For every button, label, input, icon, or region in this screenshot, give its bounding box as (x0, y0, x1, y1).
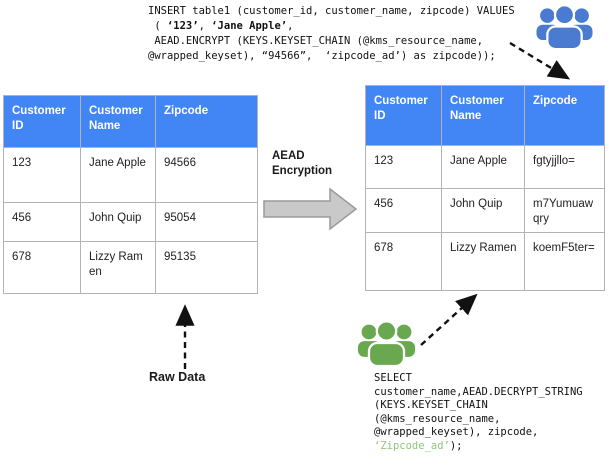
code-text-bold: ‘123’ (166, 20, 199, 32)
code-text: AEAD.ENCRYPT (KEYS.KEYSET_CHAIN (@kms_re… (148, 35, 484, 47)
code-line: (KEYS.KEYSET_CHAIN (374, 399, 583, 413)
code-text-bold: ‘Jane Apple’ (211, 20, 288, 32)
table-row: 456 John Quip 95054 (3, 202, 258, 242)
table-cell: John Quip (80, 202, 156, 242)
table-cell: 123 (365, 145, 442, 189)
code-line: SELECT (374, 372, 583, 386)
code-text: , (287, 20, 294, 32)
table-cell: 94566 (155, 147, 258, 203)
raw-data-table: Customer ID Customer Name Zipcode 123 Ja… (3, 95, 258, 294)
select-query-code: SELECT customer_name,AEAD.DECRYPT_STRING… (374, 372, 583, 453)
aead-label-line: AEAD (272, 150, 305, 162)
code-line: @wrapped_keyset), zipcode, (374, 426, 583, 440)
code-text: (@kms_resource_name, (374, 412, 501, 425)
column-header: Customer Name (441, 85, 525, 146)
encryption-block-arrow (263, 187, 358, 231)
code-text: @wrapped_keyset), “94566”, ‘zipcode_ad’)… (148, 50, 496, 62)
table-cell: Lizzy Ramen (441, 232, 525, 291)
table-cell: m7Yumuawqry (524, 188, 605, 233)
table-cell: 123 (3, 147, 81, 203)
table-cell: koemF5ter= (524, 232, 605, 291)
raw-data-dashed-arrow (175, 304, 195, 369)
aead-label-line: Encryption (272, 165, 333, 177)
column-header: Zipcode (524, 85, 605, 146)
dashed-arrow-select-to-encrypted (420, 293, 478, 346)
code-line: AEAD.ENCRYPT (KEYS.KEYSET_CHAIN (@kms_re… (148, 34, 515, 49)
table-cell: 95054 (155, 202, 258, 242)
code-line: customer_name,AEAD.DECRYPT_STRING (374, 386, 583, 400)
table-row: 678 Lizzy Ramen 95135 (3, 241, 258, 294)
table-cell: 95135 (155, 241, 258, 294)
code-text: ( (148, 20, 167, 32)
column-header: Customer Name (80, 95, 156, 148)
encrypted-data-table: Customer ID Customer Name Zipcode 123 Ja… (365, 85, 605, 291)
table-cell: Jane Apple (80, 147, 156, 203)
code-text: (KEYS.KEYSET_CHAIN (374, 399, 488, 411)
table-cell: 456 (3, 202, 81, 242)
code-line: (@kms_resource_name, (374, 413, 583, 427)
code-line: @wrapped_keyset), “94566”, ‘zipcode_ad’)… (148, 49, 515, 64)
table-header-row: Customer ID Customer Name Zipcode (3, 95, 258, 148)
column-header: Zipcode (155, 95, 258, 148)
raw-data-label: Raw Data (149, 370, 206, 384)
aead-encryption-label: AEAD Encryption (272, 149, 332, 179)
table-row: 456 John Quip m7Yumuawqry (365, 188, 605, 233)
code-text: SELECT (374, 372, 412, 384)
users-group-icon-green (357, 320, 416, 368)
users-group-icon-blue (536, 4, 593, 50)
table-row: 123 Jane Apple 94566 (3, 147, 258, 203)
table-cell: fgtyjjllo= (524, 145, 605, 189)
column-header: Customer ID (3, 95, 81, 148)
column-header: Customer ID (365, 85, 442, 146)
code-text: INSERT table1 (customer_id, customer_nam… (148, 5, 515, 17)
table-cell: Lizzy Ramen (80, 241, 156, 294)
insert-query-code: INSERT table1 (customer_id, customer_nam… (148, 4, 515, 64)
table-row: 678 Lizzy Ramen koemF5ter= (365, 232, 605, 291)
table-row: 123 Jane Apple fgtyjjllo= (365, 145, 605, 189)
code-line: INSERT table1 (customer_id, customer_nam… (148, 4, 515, 19)
code-text: @wrapped_keyset), zipcode, (374, 426, 539, 438)
table-cell: 678 (3, 241, 81, 294)
table-cell: John Quip (441, 188, 525, 233)
code-line: ‘Zipcode_ad’); (374, 440, 583, 454)
code-text: , (198, 20, 212, 32)
dashed-arrow-insert-to-encrypted (509, 41, 571, 80)
table-cell: 456 (365, 188, 442, 233)
table-header-row: Customer ID Customer Name Zipcode (365, 85, 605, 146)
table-cell: Jane Apple (441, 145, 525, 189)
code-line: ( ‘123’, ‘Jane Apple’, (148, 19, 515, 34)
code-text-green: ‘Zipcode_ad’ (374, 439, 450, 452)
code-text: customer_name,AEAD.DECRYPT_STRING (374, 385, 583, 398)
code-text: ); (449, 439, 463, 452)
table-cell: 678 (365, 232, 442, 291)
